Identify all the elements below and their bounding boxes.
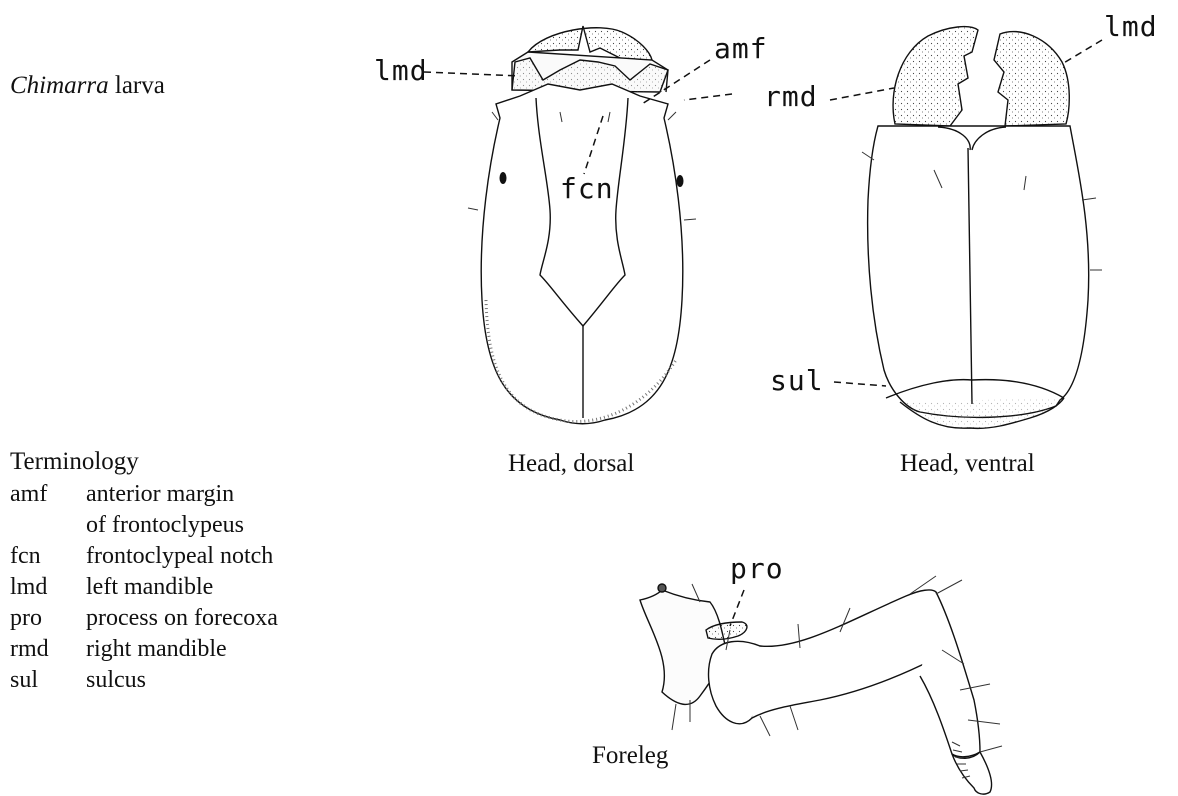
- dorsal-left-eye: [500, 172, 507, 184]
- caption-head-dorsal: Head, dorsal: [508, 450, 634, 478]
- label-fcn: fcn: [560, 172, 614, 205]
- ventral-left-mandible: [893, 27, 978, 126]
- label-sul: sul: [770, 364, 824, 397]
- foreleg-spur: [658, 584, 666, 592]
- caption-head-ventral: Head, ventral: [900, 450, 1035, 478]
- dorsal-right-eye: [677, 175, 684, 187]
- label-rmd: rmd: [764, 80, 818, 113]
- label-amf: amf: [714, 32, 768, 65]
- leader-lmd-dorsal: [424, 72, 520, 76]
- dorsal-head-capsule: [481, 84, 683, 424]
- leader-sul: [834, 382, 886, 386]
- foreleg-tarsus: [952, 752, 992, 794]
- leader-lmd-ventral: [1062, 40, 1102, 64]
- ventral-right-mandible: [994, 32, 1069, 126]
- label-lmd-ventral: lmd: [1104, 10, 1158, 43]
- label-pro: pro: [730, 552, 784, 585]
- foreleg-drawing: [640, 576, 1002, 794]
- leader-pro: [730, 590, 744, 626]
- foreleg-femur: [752, 590, 943, 718]
- head-ventral-drawing: [862, 27, 1102, 429]
- head-dorsal-drawing: [468, 26, 696, 424]
- ventral-posterior-lobes: [900, 398, 1064, 428]
- ventral-head-capsule: [868, 126, 1089, 417]
- label-lmd-dorsal: lmd: [374, 54, 428, 87]
- caption-foreleg: Foreleg: [592, 742, 668, 770]
